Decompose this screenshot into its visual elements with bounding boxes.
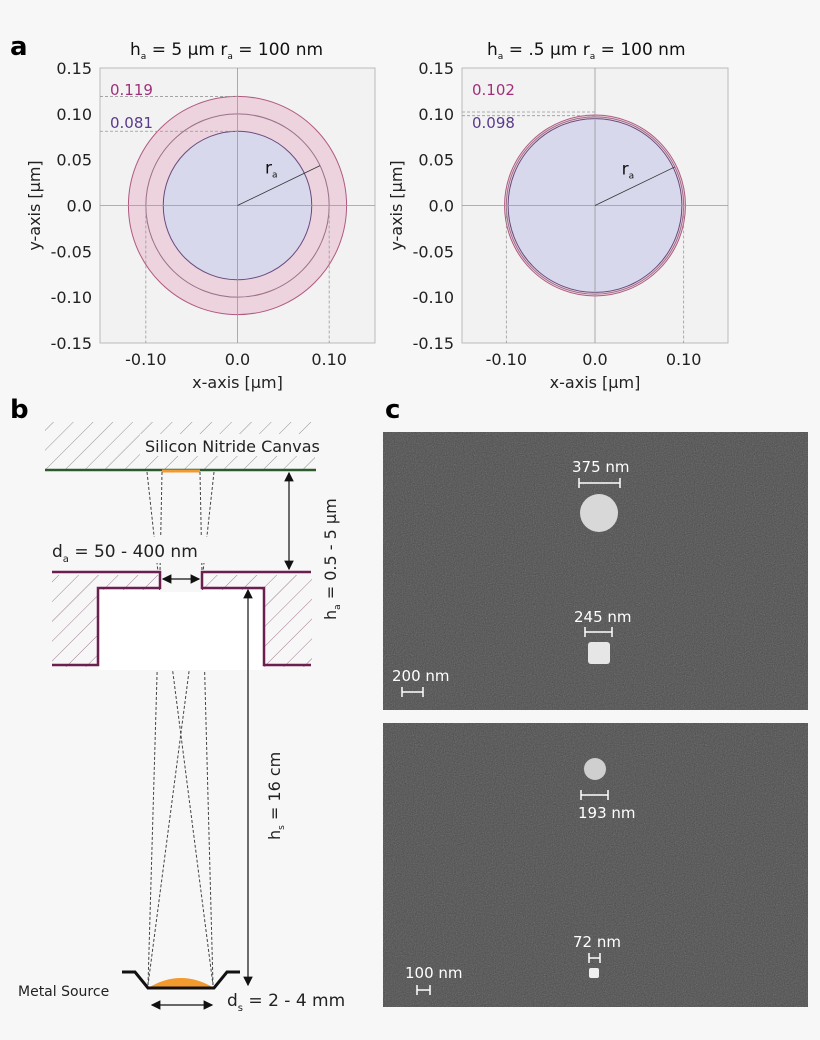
x-axis-label: x-axis [µm] [192, 373, 283, 392]
plot-title: ha = .5 µm ra = 100 nm [487, 40, 686, 62]
y-tick-label: -0.10 [51, 288, 92, 307]
scale-label: 200 nm [392, 667, 450, 685]
scale-bars [416, 790, 609, 995]
title-h-val: = 5 µm [146, 40, 220, 60]
particle-193 [584, 758, 606, 780]
radius-sub: a [272, 170, 278, 180]
radius-line [237, 165, 321, 206]
title-h-val: = .5 µm [503, 40, 582, 60]
particle-375 [580, 494, 618, 532]
ha-label: ha = 0.5 - 5 µm [321, 498, 343, 620]
scale-bars [401, 478, 621, 697]
y-tick-label: 0.15 [56, 59, 92, 78]
y-tick-label: 0.10 [56, 105, 92, 124]
x-tick-label: 0.10 [311, 350, 347, 369]
title-r-sub: a [590, 52, 596, 62]
title-h: h [487, 40, 498, 60]
panel-label-b: b [10, 395, 29, 425]
particle1-label: 193 nm [578, 804, 636, 822]
title-r: r [220, 40, 227, 60]
crucible [122, 970, 240, 990]
hs-label: hs = 16 cm [265, 752, 287, 840]
particle-72 [589, 968, 599, 978]
radius-sub: a [629, 171, 635, 181]
plot-title: ha = 5 µm ra = 100 nm [130, 40, 323, 62]
particle2-label: 245 nm [574, 608, 632, 626]
x-tick-label: 0.10 [666, 350, 702, 369]
x-tick-label: 0.0 [582, 350, 607, 369]
y-axis-label: y-axis [µm] [25, 160, 44, 250]
y-tick-label: 0.05 [56, 151, 92, 170]
y-tick-label: -0.10 [413, 288, 454, 307]
projection-lines [146, 471, 215, 986]
y-axis-label: y-axis [µm] [387, 160, 406, 250]
y-tick-label: 0.10 [418, 105, 454, 124]
title-r-sub: a [227, 52, 233, 62]
sem-image-top: 375 nm 245 nm 200 nm [383, 432, 808, 710]
outer-radius-label: 0.119 [110, 81, 153, 99]
da-label: da = 50 - 400 nm [52, 542, 198, 565]
aperture-outline [52, 570, 311, 667]
canvas-label-bg [140, 434, 350, 456]
ds-label: ds = 2 - 4 mm [227, 991, 345, 1014]
title-r-val: = 100 nm [233, 40, 323, 60]
y-tick-label: 0.15 [418, 59, 454, 78]
source-label: Metal Source [18, 984, 109, 1000]
title-r-val: = 100 nm [595, 40, 685, 60]
canvas-label: Silicon Nitride Canvas [145, 437, 320, 456]
metal-source [148, 978, 214, 988]
x-tick-label: 0.0 [225, 350, 250, 369]
sem-image-bottom: 193 nm 72 nm 100 nm [383, 723, 808, 1007]
x-axis-label: x-axis [µm] [550, 373, 641, 392]
x-tick-label: -0.10 [486, 350, 527, 369]
title-h: h [130, 40, 141, 60]
y-tick-label: -0.05 [51, 242, 92, 261]
inner-radius-label: 0.098 [472, 114, 515, 132]
y-tick-label: -0.15 [413, 334, 454, 353]
y-tick-label: -0.05 [413, 242, 454, 261]
title-r: r [583, 40, 590, 60]
particle-245 [588, 642, 610, 664]
scale-label: 100 nm [405, 964, 463, 982]
radius-line [594, 166, 676, 206]
title-h-sub: a [498, 52, 504, 62]
y-tick-label: 0.05 [418, 151, 454, 170]
particle1-label: 375 nm [572, 458, 630, 476]
y-tick-label: 0.0 [429, 197, 454, 216]
y-tick-label: -0.15 [51, 334, 92, 353]
panel-label-a: a [10, 32, 28, 62]
y-tick-label: 0.0 [67, 197, 92, 216]
x-tick-label: -0.10 [125, 350, 166, 369]
outer-radius-label: 0.102 [472, 81, 515, 99]
panel-label-c: c [385, 395, 400, 425]
aperture-cavity [98, 590, 264, 670]
title-h-sub: a [141, 52, 147, 62]
schematic: Silicon Nitride Canvas da = 50 - 400 nm … [18, 422, 350, 1014]
particle2-label: 72 nm [573, 933, 621, 951]
inner-radius-label: 0.081 [110, 114, 153, 132]
